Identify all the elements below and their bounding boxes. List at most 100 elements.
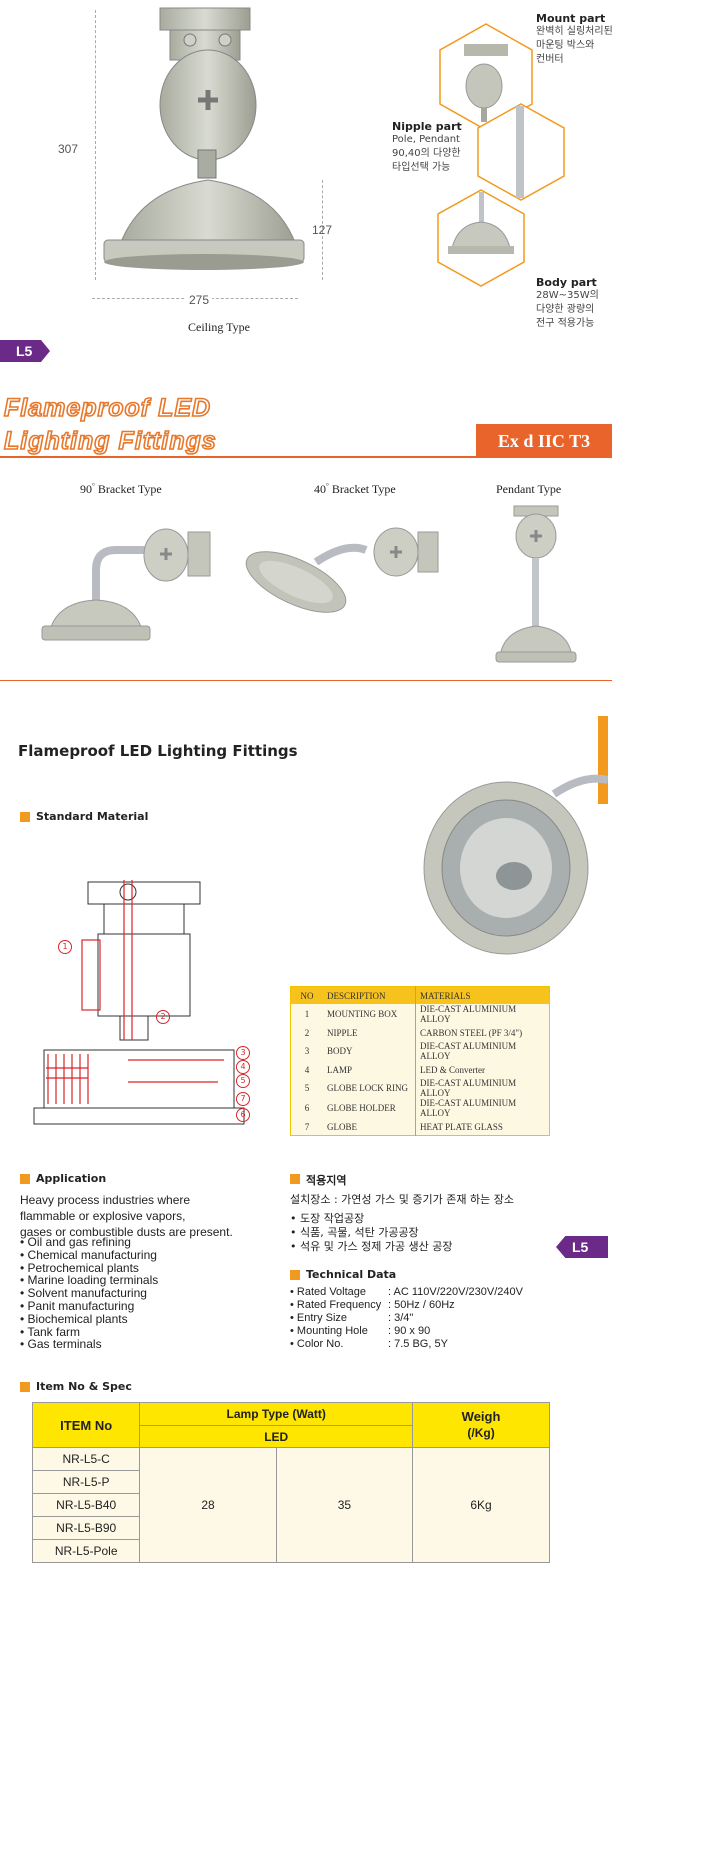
lamp-photo [423,774,608,955]
mat-header-no: NO [300,990,314,1001]
mat-header-desc: DESCRIPTION [323,986,416,1004]
spec-heading: Item No & Spec [36,1380,132,1393]
standard-material-marker [20,812,30,822]
list-item: • Tank farm [20,1324,81,1339]
dim-body-label: 127 [312,223,333,237]
table-row: NR-L5-P [31,1470,141,1494]
list-item: • Solvent manufacturing [20,1286,147,1301]
nipple-part-desc-3: 타입선택 가능 [392,162,451,173]
hex-nipple-part [477,103,565,201]
cross-section-drawing [33,880,245,1125]
table-row: NR-L5-B40 [31,1493,141,1517]
page-tag-right-text: L5 [572,1239,589,1255]
list-item: • Biochemical plants [20,1311,128,1326]
mount-part-desc-2: 마운팅 박스와 [536,40,595,51]
spec-col-led: LED [139,1425,414,1448]
type-40-caption: 40° Bracket Type [314,482,396,496]
callout-4: 4 [236,1060,250,1074]
hex-body-part [437,189,525,287]
types-underline [0,680,612,681]
korean-intro: 설치장소 : 가연성 가스 및 증기가 존재 하는 장소 [290,1193,514,1206]
ex-rating-badge: Ex d IIC T3 [476,424,612,458]
tech-row: • Rated Frequency: 50Hz / 60Hz [290,1299,455,1311]
application-marker [20,1174,30,1184]
list-item: • Marine loading terminals [20,1273,159,1288]
technical-data: • Rated Voltage: AC 110V/220V/230V/240V … [290,1286,523,1351]
list-item: • Petrochemical plants [20,1260,139,1275]
hex-mount-text: Mount part 완벽히 실링처리된 마운팅 박스와 컨버터 [536,12,620,67]
spec-marker [20,1382,30,1392]
banner-underline [0,456,612,458]
ceiling-type-caption: Ceiling Type [188,320,250,334]
body-part-title: Body part [536,276,597,289]
nipple-part-desc-1: Pole, Pendant [392,134,460,145]
list-item: • Gas terminals [20,1337,102,1352]
standard-material-heading: Standard Material [36,810,149,823]
application-intro: Heavy process industries where flammable… [20,1193,233,1239]
spec-watt-28: 28 [139,1447,277,1563]
technical-marker [290,1270,300,1280]
list-item: • Panit manufacturing [20,1298,135,1313]
mat-header-materials: MATERIALS [420,990,471,1001]
bracket-90-illustration [41,528,211,641]
list-item: • 석유 및 가스 정제 가공 생산 공장 [290,1240,453,1253]
spec-col-weigh: Weigh(/Kg) [412,1402,550,1448]
korean-list: • 도장 작업공장 • 식품, 곡물, 석탄 가공공장 • 석유 및 가스 정제… [290,1212,453,1254]
type-90-caption: 90° Bracket Type [80,482,162,496]
ceiling-type-illustration [103,7,305,270]
dim-width-label: 275 [186,293,213,307]
dim-height-line [95,10,97,280]
detail-title: Flameproof LED Lighting Fittings [18,742,298,760]
banner-title: Flameproof LED Lighting Fittings [3,392,217,458]
spec-col-lamp: Lamp Type (Watt) [139,1402,414,1426]
pendant-illustration [495,505,577,663]
korean-marker [290,1174,300,1184]
list-item: • Oil and gas refining [20,1235,131,1249]
application-list: • Oil and gas refining • Chemical manufa… [20,1236,158,1351]
mount-part-desc-1: 완벽히 실링처리된 [536,26,613,37]
nipple-part-title: Nipple part [392,120,462,133]
page-tag-right: L5 [556,1236,608,1258]
dim-body-line [322,180,324,280]
tech-row: • Mounting Hole: 90 x 90 [290,1325,431,1337]
body-part-desc-2: 다양한 광량의 [536,304,595,315]
dim-height-label: 307 [58,142,79,156]
callout-3: 3 [236,1046,250,1060]
type-pendant-caption: Pendant Type [496,482,562,496]
banner-title-line2: Lighting Fittings [3,426,217,456]
page-tag-left: L5 [0,340,50,362]
korean-heading: 적용지역 [306,1174,347,1187]
spec-table: ITEM No Lamp Type (Watt) Weigh(/Kg) LED … [31,1402,550,1563]
list-item: • 식품, 곡물, 석탄 가공공장 [290,1226,419,1239]
hex-mount-part [439,23,533,131]
spec-watt-35: 35 [275,1447,414,1563]
list-item: • Chemical manufacturing [20,1247,157,1262]
bracket-40-illustration [245,527,439,613]
callout-2: 2 [156,1010,170,1024]
mount-part-desc-3: 컨버터 [536,54,564,65]
callout-6: 6 [236,1108,250,1122]
application-heading: Application [36,1172,107,1185]
list-item: • 도장 작업공장 [290,1212,365,1225]
tech-row: • Rated Voltage: AC 110V/220V/230V/240V [290,1286,523,1298]
spec-col-item: ITEM No [31,1402,141,1448]
body-part-desc-3: 전구 적용가능 [536,318,595,329]
table-row: NR-L5-C [31,1447,141,1471]
page-tag-left-text: L5 [16,343,33,359]
right-orange-edge [598,716,608,804]
hex-body-text: Body part 28W~35W의 다양한 광량의 전구 적용가능 [536,276,620,331]
nipple-part-desc-2: 90,40의 다양한 [392,148,461,159]
tech-row: • Entry Size: 3/4" [290,1312,414,1324]
table-row: NR-L5-Pole [31,1539,141,1563]
mount-part-title: Mount part [536,12,606,25]
callout-5: 5 [236,1074,250,1088]
callout-7: 7 [236,1092,250,1106]
